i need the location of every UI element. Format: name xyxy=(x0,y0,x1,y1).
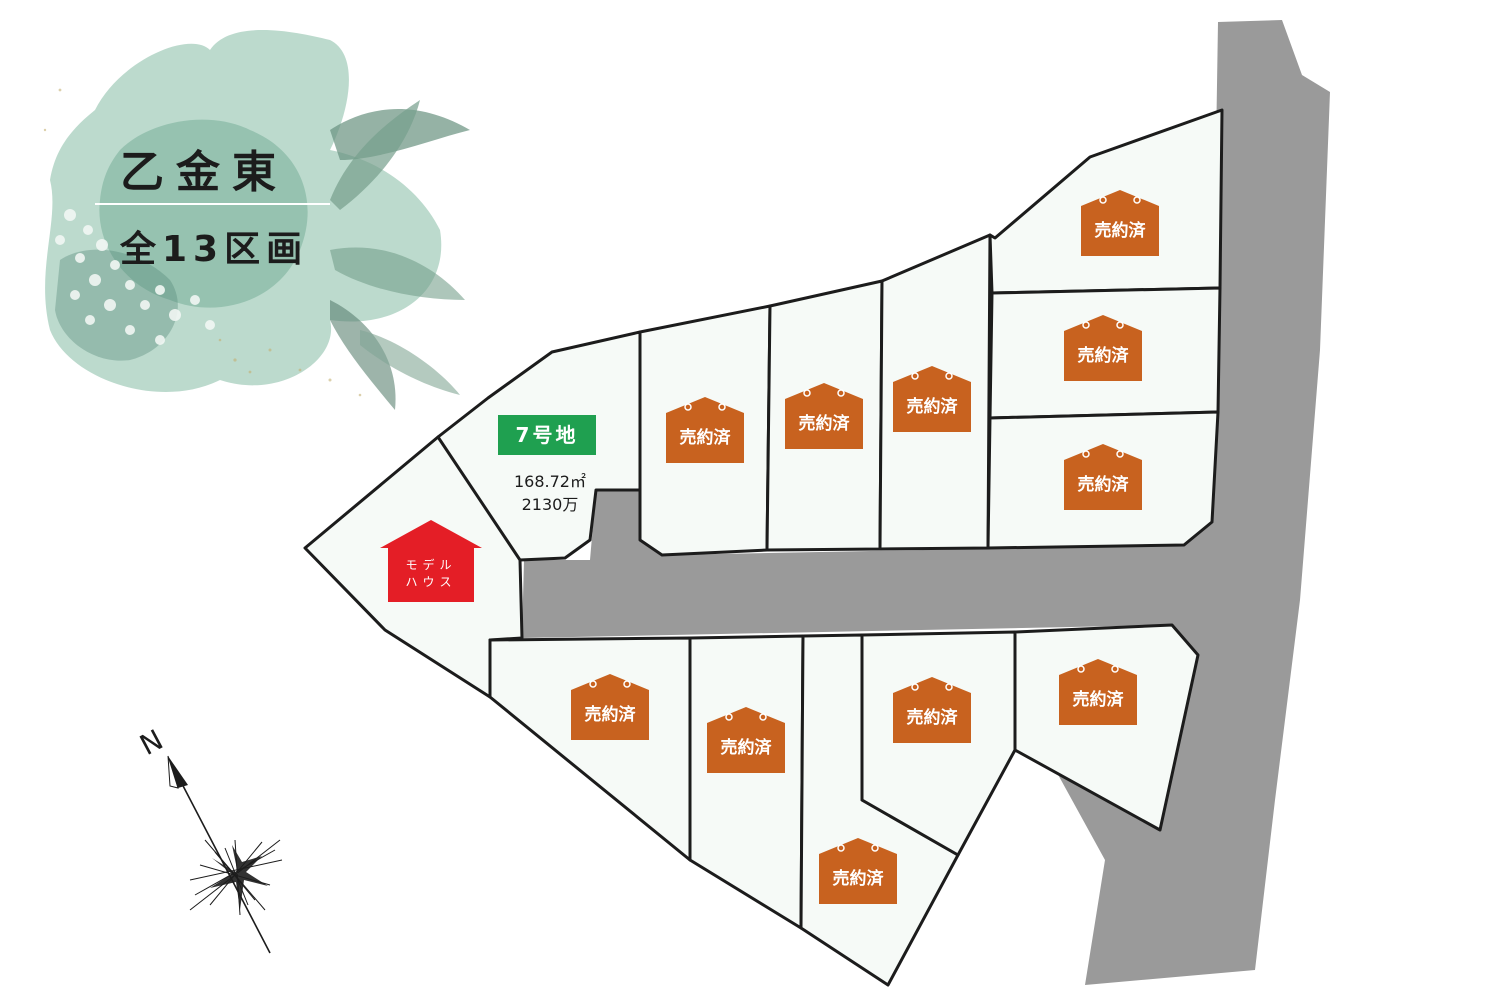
sold-label: 売約済 xyxy=(798,414,850,434)
sold-badge-south-row-1: 売約済 xyxy=(571,674,649,740)
sold-label: 売約済 xyxy=(1077,475,1129,495)
house-icon xyxy=(1064,444,1142,510)
house-icon xyxy=(666,397,744,463)
house-icon xyxy=(785,383,863,449)
house-icon xyxy=(1064,315,1142,381)
sold-badge-north-row-2: 売約済 xyxy=(785,383,863,449)
decor-watercolor xyxy=(43,30,470,410)
sold-label: 売約済 xyxy=(832,869,884,889)
sold-badge-south-row-2: 売約済 xyxy=(707,707,785,773)
sold-label: 売約済 xyxy=(906,708,958,728)
sold-badge-east-top: 売約済 xyxy=(1081,190,1159,256)
lot-south-row-4[interactable] xyxy=(860,630,1017,857)
house-icon xyxy=(380,520,482,602)
lot-7-area: 168.72㎡ xyxy=(514,472,586,491)
sold-badge-south-row-3: 売約済 xyxy=(819,838,897,904)
house-icon xyxy=(893,366,971,432)
lot-south-row-2[interactable] xyxy=(688,634,805,930)
lot-south-row-1[interactable] xyxy=(488,636,692,862)
model-house-line2: ハウス xyxy=(405,575,457,589)
sold-label: 売約済 xyxy=(720,738,772,758)
house-icon xyxy=(1081,190,1159,256)
lot-7-price: 2130万 xyxy=(521,495,579,514)
house-icon xyxy=(571,674,649,740)
sold-label: 売約済 xyxy=(584,705,636,725)
sold-label: 売約済 xyxy=(1072,690,1124,710)
house-icon xyxy=(1059,659,1137,725)
sold-badge-south-row-5: 売約済 xyxy=(1059,659,1137,725)
compass-icon xyxy=(167,755,283,954)
sold-label: 売約済 xyxy=(906,397,958,417)
site-name: 乙金東 xyxy=(120,147,288,198)
title-divider xyxy=(95,203,330,205)
model-house-badge[interactable]: モデル ハウス xyxy=(380,518,482,602)
sold-badge-north-row-3: 売約済 xyxy=(893,366,971,432)
sold-badge-east-middle: 売約済 xyxy=(1064,315,1142,381)
house-icon xyxy=(707,707,785,773)
lot-7-label[interactable]: 7号地 xyxy=(498,415,596,455)
sold-badge-north-row-1: 売約済 xyxy=(666,397,744,463)
sold-label: 売約済 xyxy=(1077,346,1129,366)
lot-count: 全13区画 xyxy=(120,229,309,270)
sold-label: 売約済 xyxy=(1094,221,1146,241)
road xyxy=(522,20,1330,985)
sold-badge-south-row-4: 売約済 xyxy=(893,677,971,743)
sold-label: 売約済 xyxy=(679,428,731,448)
model-house-line1: モデル xyxy=(405,558,457,572)
sold-badge-east-bottom: 売約済 xyxy=(1064,444,1142,510)
house-icon xyxy=(893,677,971,743)
house-icon xyxy=(819,838,897,904)
